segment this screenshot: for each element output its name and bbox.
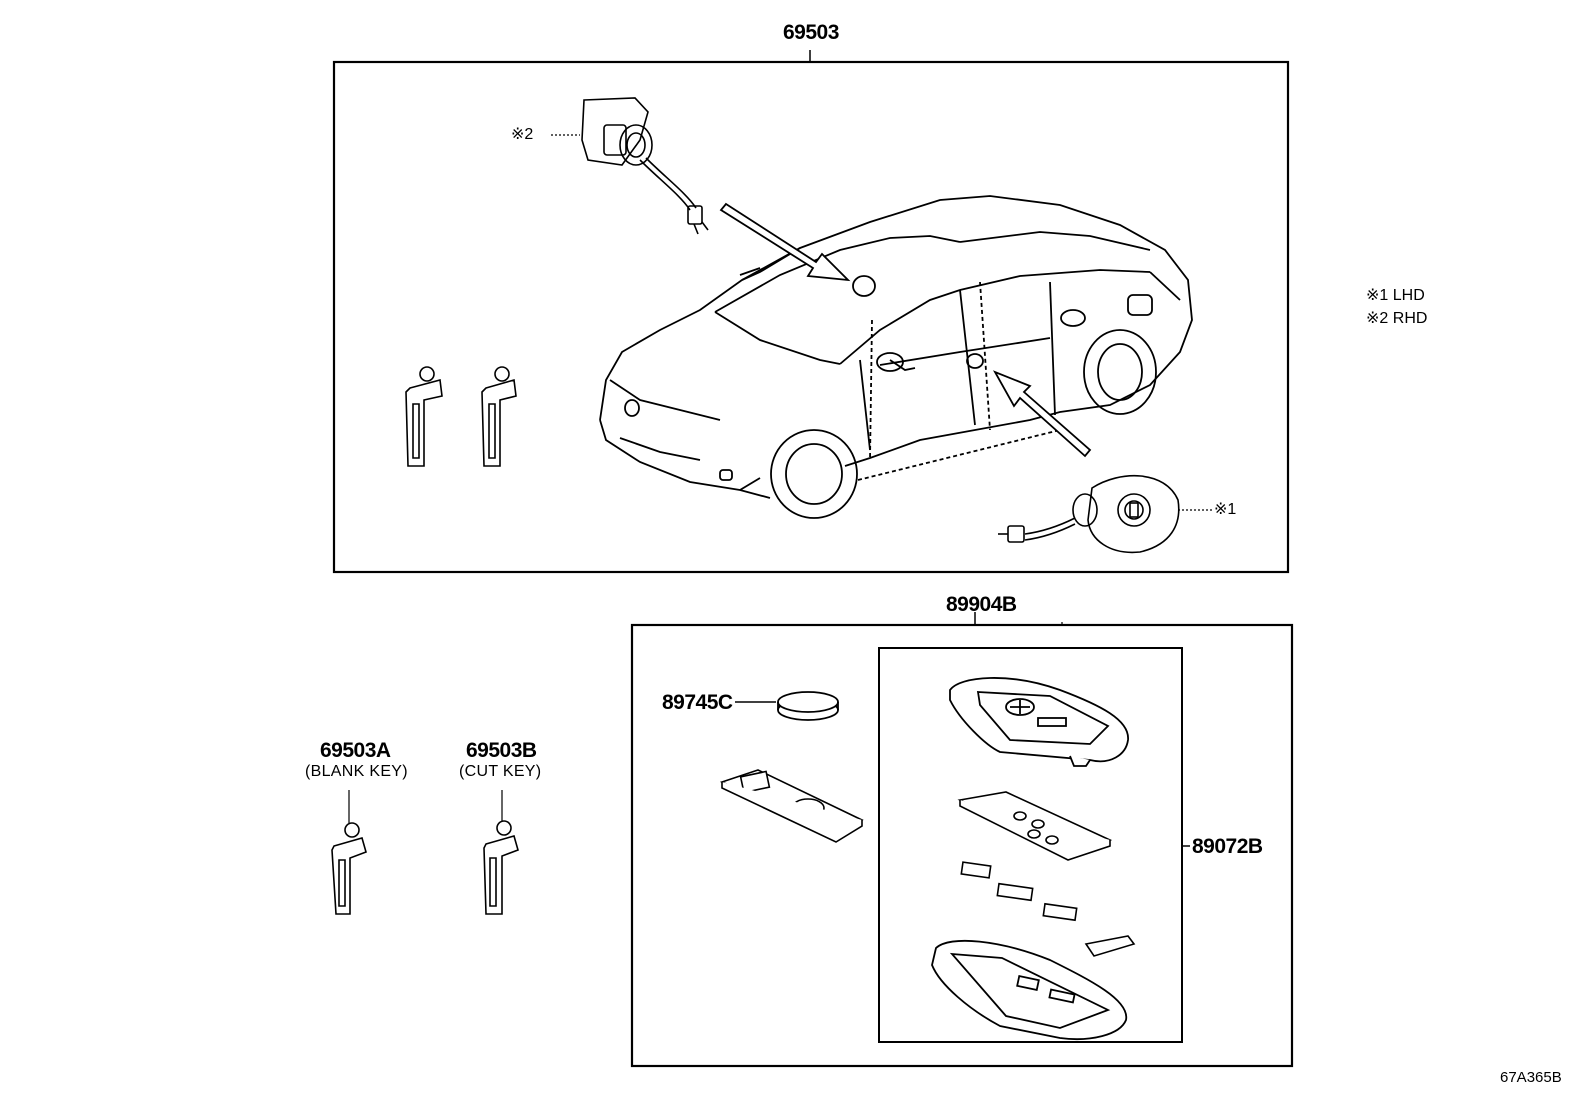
battery-part-number: 89745C [662, 691, 733, 714]
legend-text: RHD [1392, 310, 1428, 327]
legend-item-rhd: ※2 RHD [1366, 311, 1427, 327]
lock-set-part-number: 69503 [783, 21, 839, 44]
rhd-callout-mark: ※2 [511, 126, 534, 143]
legend-mark: ※1 [1366, 287, 1389, 304]
arrow-to-lhd-location [992, 370, 1092, 458]
arrow-to-rhd-location [719, 202, 851, 282]
battery-illustration [777, 691, 839, 721]
cut-key-illustration [483, 820, 519, 915]
button-pad-illustration [957, 791, 1113, 861]
key-illustration-1 [405, 366, 443, 467]
lhd-callout-mark: ※1 [1214, 501, 1237, 518]
lhd-key-cylinder-illustration [998, 474, 1180, 554]
legend-item-lhd: ※1 LHD [1366, 288, 1425, 304]
legend-text: LHD [1392, 287, 1425, 304]
key-assembly-frame [630, 623, 1294, 1068]
circuit-board-illustration [719, 769, 864, 843]
key-assembly-part-number: 89904B [946, 593, 1017, 616]
transmitter-top-cover-illustration [949, 677, 1129, 767]
blank-key-description: (BLANK KEY) [305, 763, 408, 780]
blank-key-part-number: 69503A [320, 739, 391, 762]
cut-key-description: (CUT KEY) [459, 763, 542, 780]
blank-key-illustration [331, 822, 367, 915]
car-illustration [599, 195, 1193, 519]
transmitter-housing-frame [878, 647, 1183, 1043]
transmitter-housing-part-number: 89072B [1192, 835, 1263, 858]
cut-key-part-number: 69503B [466, 739, 537, 762]
lock-set-frame [332, 60, 1290, 574]
legend-mark: ※2 [1366, 310, 1389, 327]
diagram-id: 67A365B [1500, 1069, 1562, 1086]
small-part-illustrations [960, 861, 1136, 957]
key-illustration-2 [481, 366, 517, 467]
rhd-key-cylinder-illustration [581, 97, 709, 235]
transmitter-bottom-case-illustration [931, 939, 1127, 1040]
